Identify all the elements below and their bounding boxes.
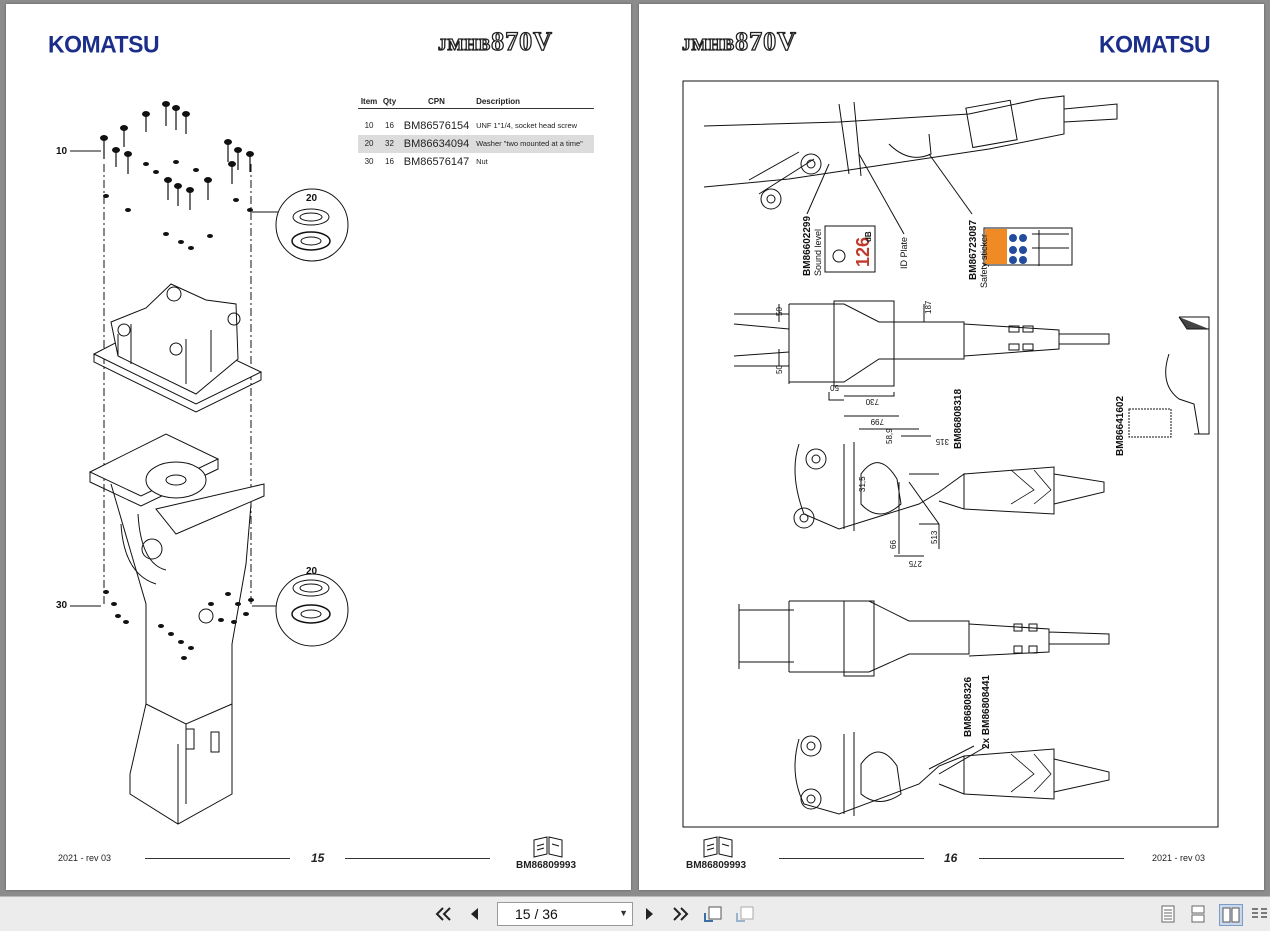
callout-30: 30	[56, 600, 68, 611]
dim-label: 730	[865, 397, 879, 406]
footer-rule	[345, 858, 490, 859]
single-page-icon[interactable]	[1157, 904, 1179, 924]
row-desc: UNF 1"1/4, socket head screw	[476, 120, 578, 130]
callout-20-bottom: 20	[306, 566, 318, 577]
parts-table: Item Qty CPN Description 10 16 BM8657615…	[358, 95, 594, 171]
row-item: 20	[358, 134, 381, 153]
row-desc: Washer "two mounted at a time"	[474, 134, 594, 153]
page-indicator: 15 / 36	[515, 906, 558, 922]
dim-label: 31,5	[858, 476, 867, 492]
safety-part-number: BM86723087	[968, 220, 979, 280]
bottom-part-number-2: 2x BM86808441	[981, 675, 992, 749]
table-row: 10 16 BM86576154 UNF 1"1/4, socket head …	[358, 117, 594, 135]
sound-level-unit: dB	[864, 231, 873, 242]
footer-date: 2021 - rev 03	[1152, 853, 1206, 863]
assembly-drawing: BM86602299 Sound level 126 dB ID Plate B…	[682, 80, 1219, 828]
dim-label: 315	[935, 437, 949, 446]
bottom-part-number-1: BM86808326	[963, 677, 974, 737]
footer-rule	[145, 858, 290, 859]
next-page-icon[interactable]	[639, 904, 661, 924]
row-desc: Nut	[476, 156, 488, 166]
doc-number: BM86809993	[686, 860, 747, 871]
callout-10: 10	[56, 146, 68, 157]
komatsu-logo: KOMATSU	[48, 30, 160, 58]
dim-label: 513	[930, 530, 939, 544]
row-qty: 16	[385, 121, 394, 130]
col-description: Description	[474, 95, 594, 109]
two-page-icon[interactable]	[1219, 904, 1243, 926]
model-prefix: JMHB	[437, 34, 492, 54]
sound-level-value: 126	[853, 237, 873, 267]
col-cpn: CPN	[398, 95, 475, 109]
row-cpn: BM86634094	[398, 134, 475, 153]
sound-part-number: BM86602299	[802, 216, 813, 276]
model-number: 870V	[490, 26, 553, 56]
row-item: 30	[364, 157, 374, 166]
id-plate-label: ID Plate	[899, 237, 909, 269]
dim-label: 275	[908, 559, 922, 568]
row-cpn: BM86576147	[403, 155, 470, 168]
page-number: 15	[311, 851, 325, 865]
fit-page-icon[interactable]	[702, 904, 724, 924]
right-page: JMHB870V KOMATSU	[639, 4, 1264, 890]
last-page-icon[interactable]	[670, 904, 692, 924]
dim-label: 50	[775, 307, 784, 316]
col-item: Item	[358, 95, 381, 109]
dim-label: 66	[889, 540, 898, 549]
page-number: 16	[944, 851, 958, 865]
two-page-continuous-icon[interactable]	[1248, 904, 1270, 924]
model-number: 870V	[734, 26, 797, 56]
table-row: 30 16 BM86576147 Nut	[358, 153, 594, 171]
safety-sticker-label: Safety sticker	[979, 234, 989, 288]
row-qty: 32	[380, 134, 399, 153]
footer-rule	[979, 858, 1124, 859]
row-qty: 16	[385, 157, 394, 166]
chevron-down-icon[interactable]: ▼	[619, 908, 628, 918]
dim-label: 50	[830, 383, 839, 392]
komatsu-logo: KOMATSU	[1099, 30, 1211, 58]
row-cpn: BM86576154	[403, 119, 470, 132]
dim-label: 58,9	[885, 428, 894, 444]
first-page-icon[interactable]	[432, 904, 454, 924]
dim-label: 187	[924, 300, 933, 314]
manual-book-icon	[703, 836, 733, 858]
model-title: JMHB870V	[681, 26, 797, 57]
fit-width-icon[interactable]	[734, 904, 756, 924]
model-title: JMHB870V	[437, 26, 553, 57]
left-page: KOMATSU JMHB870V Item Qty CPN Descriptio…	[6, 4, 631, 890]
manual-book-icon	[533, 836, 563, 858]
prev-page-icon[interactable]	[463, 904, 485, 924]
col-qty: Qty	[380, 95, 399, 109]
exploded-drawing: 10 30 20 20	[56, 101, 349, 825]
continuous-icon[interactable]	[1187, 904, 1209, 924]
dim-part-number: BM86808318	[953, 389, 964, 449]
footer-rule	[779, 858, 924, 859]
side-part-number: BM86641602	[1115, 396, 1126, 456]
footer-date: 2021 - rev 03	[58, 853, 112, 863]
dim-label: 799	[870, 417, 884, 426]
row-item: 10	[364, 121, 374, 130]
doc-number: BM86809993	[516, 860, 577, 871]
callout-20-top: 20	[306, 193, 318, 204]
sound-level-label: Sound level	[813, 229, 823, 276]
table-row: 20 32 BM86634094 Washer "two mounted at …	[358, 134, 594, 153]
page-number-field[interactable]: 15 / 36 ▼	[497, 902, 633, 926]
dim-label: 50	[775, 365, 784, 374]
model-prefix: JMHB	[681, 34, 736, 54]
viewer-toolbar: 15 / 36 ▼	[0, 896, 1270, 931]
